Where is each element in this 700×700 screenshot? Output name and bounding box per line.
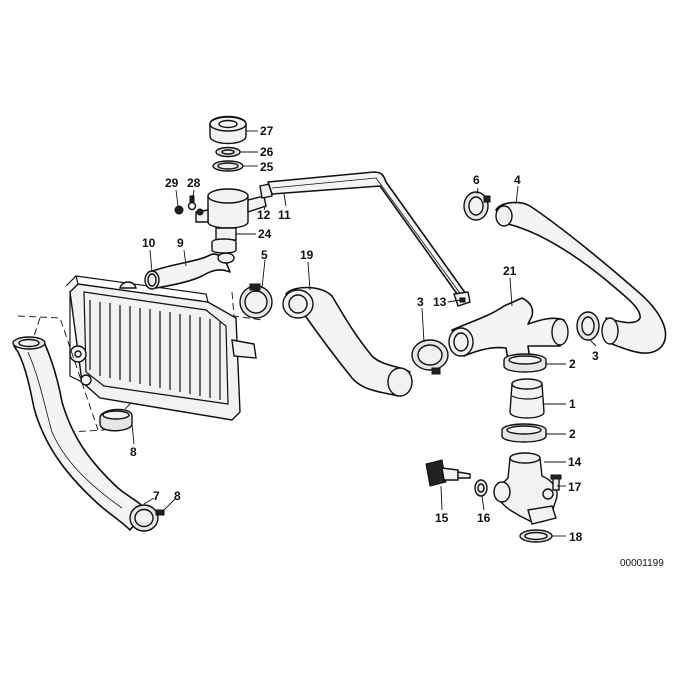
callout-29: 29: [165, 176, 179, 190]
callout-16: 16: [477, 511, 491, 525]
lower-radiator-hose: [12, 336, 147, 531]
hose-24: [211, 238, 237, 254]
callout-2-lower: 2: [569, 427, 576, 441]
callout-21: 21: [503, 264, 517, 278]
hose-clamp-8-upper: [99, 408, 133, 432]
filler-neck-housing: [195, 188, 267, 241]
callout-4: 4: [514, 173, 521, 187]
callout-2-upper: 2: [569, 357, 576, 371]
callout-24: 24: [258, 227, 272, 241]
o-ring-18: [519, 529, 553, 543]
callout-7: 7: [153, 489, 160, 503]
callout-13: 13: [433, 295, 447, 309]
callout-1: 1: [569, 397, 576, 411]
hose-clamp-5: [239, 283, 273, 319]
sealing-ring-16: [474, 479, 488, 497]
callout-3-right: 3: [592, 349, 599, 363]
callout-5: 5: [261, 248, 268, 262]
callout-26: 26: [260, 145, 274, 159]
seal-26: [215, 146, 241, 158]
callout-25: 25: [260, 160, 274, 174]
callout-12: 12: [257, 208, 271, 222]
hose-clamp-10: [144, 270, 160, 290]
callout-10: 10: [142, 236, 156, 250]
long-hose-4: [495, 201, 667, 354]
hose-1: [509, 378, 545, 419]
hose-clamp-3-left: [411, 339, 449, 375]
hose-clamp-6: [463, 191, 491, 221]
diagram-reference-code: 00001199: [620, 558, 664, 569]
callouts: 27 26 25 29 28 12 11 24 10 9 5 19 6 4 21…: [130, 124, 599, 544]
callout-18: 18: [569, 530, 583, 544]
t-pipe-21: [448, 297, 569, 365]
callout-11: 11: [278, 208, 291, 222]
vent-line-11: [267, 171, 467, 299]
clip-13: [453, 291, 471, 307]
bolt-17: [550, 474, 562, 491]
hose-clamp-2-upper: [503, 353, 547, 373]
hose-clamp-2-lower: [501, 423, 547, 443]
thermostat-housing-14: [493, 452, 558, 525]
callout-27: 27: [260, 124, 274, 138]
callout-28: 28: [187, 176, 201, 190]
hose-clamp-8-lower: [129, 504, 165, 532]
leader-lines: [131, 130, 597, 537]
upper-hose-19: [282, 286, 413, 397]
callout-9: 9: [177, 236, 184, 250]
cap-27: [209, 115, 247, 145]
temperature-sensor-15: [425, 459, 471, 487]
callout-6: 6: [473, 173, 480, 187]
washer-28: [187, 195, 197, 211]
hose-clamp-3-right: [576, 311, 600, 341]
callout-15: 15: [435, 511, 449, 525]
callout-14: 14: [568, 455, 582, 469]
callout-3-left: 3: [417, 295, 424, 309]
callout-8-upper: 8: [130, 445, 137, 459]
callout-19: 19: [300, 248, 314, 262]
callout-8-lower: 8: [174, 489, 181, 503]
small-hose-9: [149, 252, 235, 289]
callout-17: 17: [568, 480, 582, 494]
radiator: [65, 275, 257, 421]
bolt-29: [174, 205, 184, 215]
gasket-25: [212, 160, 244, 172]
